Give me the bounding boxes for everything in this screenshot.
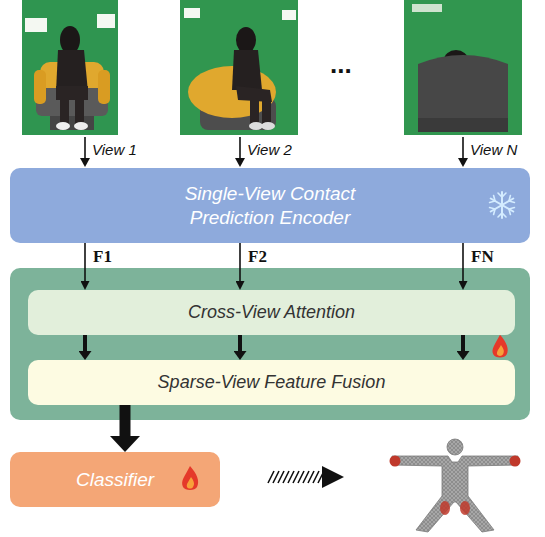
snowflake-icon (487, 190, 517, 220)
input-arrow (85, 137, 463, 158)
fire-icon (182, 466, 198, 490)
photo-view-2 (282, 10, 296, 20)
fusion-box: Sparse-View Feature Fusion (28, 360, 515, 405)
photo-view-2 (250, 98, 259, 124)
view-label: View N (470, 142, 517, 159)
photo-view-n (418, 118, 508, 132)
node-label: Sparse-View Feature Fusion (158, 371, 386, 394)
human-mesh (392, 456, 518, 532)
input-arrow (462, 137, 464, 158)
photo-view-1 (60, 98, 69, 124)
classifier-box: Classifier (10, 452, 220, 507)
trainable-panel (10, 268, 530, 420)
snowflake-icon (489, 195, 516, 215)
photo-view-1 (98, 70, 110, 104)
fire-icon (492, 335, 507, 358)
photo-view-1 (56, 86, 88, 100)
connector-arrow (238, 335, 242, 351)
photo-view-1 (22, 0, 118, 135)
snowflake-icon (489, 195, 516, 215)
human-mesh (390, 439, 521, 532)
photo-view-n (404, 0, 522, 135)
photo-view-2 (249, 122, 263, 130)
human-mesh (460, 501, 470, 515)
photo-view-1 (34, 70, 46, 104)
fire-icon (182, 466, 198, 490)
view-label: View 1 (92, 142, 137, 159)
node-label: Cross-View Attention (188, 301, 355, 324)
photo-view-1 (97, 14, 115, 28)
connector-arrow (239, 243, 241, 281)
snowflake-icon (490, 196, 515, 215)
input-arrow (239, 137, 241, 158)
fire-icon (187, 477, 194, 489)
ellipsis-mark: ... (330, 50, 352, 79)
connector-arrow (461, 335, 465, 351)
human-mesh (447, 439, 463, 455)
fire-icon (497, 345, 504, 356)
photo-view-2 (262, 96, 271, 124)
fire-icon (492, 335, 507, 358)
node-label: Single-View Contact Prediction Encoder (145, 182, 395, 230)
snowflake-icon (489, 192, 516, 218)
photo-view-n (404, 0, 522, 135)
view-label: View 2 (247, 142, 292, 159)
connector-arrow (462, 243, 464, 281)
hatched-arrow (268, 466, 344, 488)
photo-view-1 (74, 122, 88, 130)
hatched-arrow (322, 466, 344, 488)
feature-label: F2 (248, 248, 267, 267)
connector-arrow (84, 243, 86, 281)
human-mesh (510, 456, 521, 467)
feature-label: FN (471, 248, 494, 267)
snowflake-icon (490, 196, 515, 215)
photo-view-2 (180, 0, 298, 135)
photo-view-1 (25, 18, 47, 32)
human-mesh (440, 501, 450, 515)
human-mesh (390, 456, 401, 467)
photo-view-n (418, 55, 508, 132)
connector-arrow (120, 405, 131, 436)
photo-view-n (412, 4, 442, 12)
photo-view-1 (50, 114, 94, 130)
hatched-arrow (268, 471, 324, 483)
feature-label: F1 (93, 248, 112, 267)
encoder-box: Single-View Contact Prediction Encoder (10, 168, 530, 243)
fire-icon (175, 464, 205, 494)
node-label: Classifier (76, 468, 154, 492)
attention-box: Cross-View Attention (28, 290, 515, 335)
photo-view-1 (60, 26, 80, 54)
photo-view-2 (232, 50, 262, 90)
input-arrow (84, 137, 86, 158)
photo-view-2 (261, 122, 275, 130)
photo-view-1 (22, 0, 118, 135)
photo-view-2 (184, 8, 200, 18)
photo-view-1 (56, 50, 88, 92)
photo-view-1 (75, 98, 84, 124)
photo-view-2 (236, 27, 256, 53)
photo-view-1 (56, 122, 70, 130)
connector-arrow (83, 335, 87, 351)
photo-view-2 (180, 0, 298, 135)
